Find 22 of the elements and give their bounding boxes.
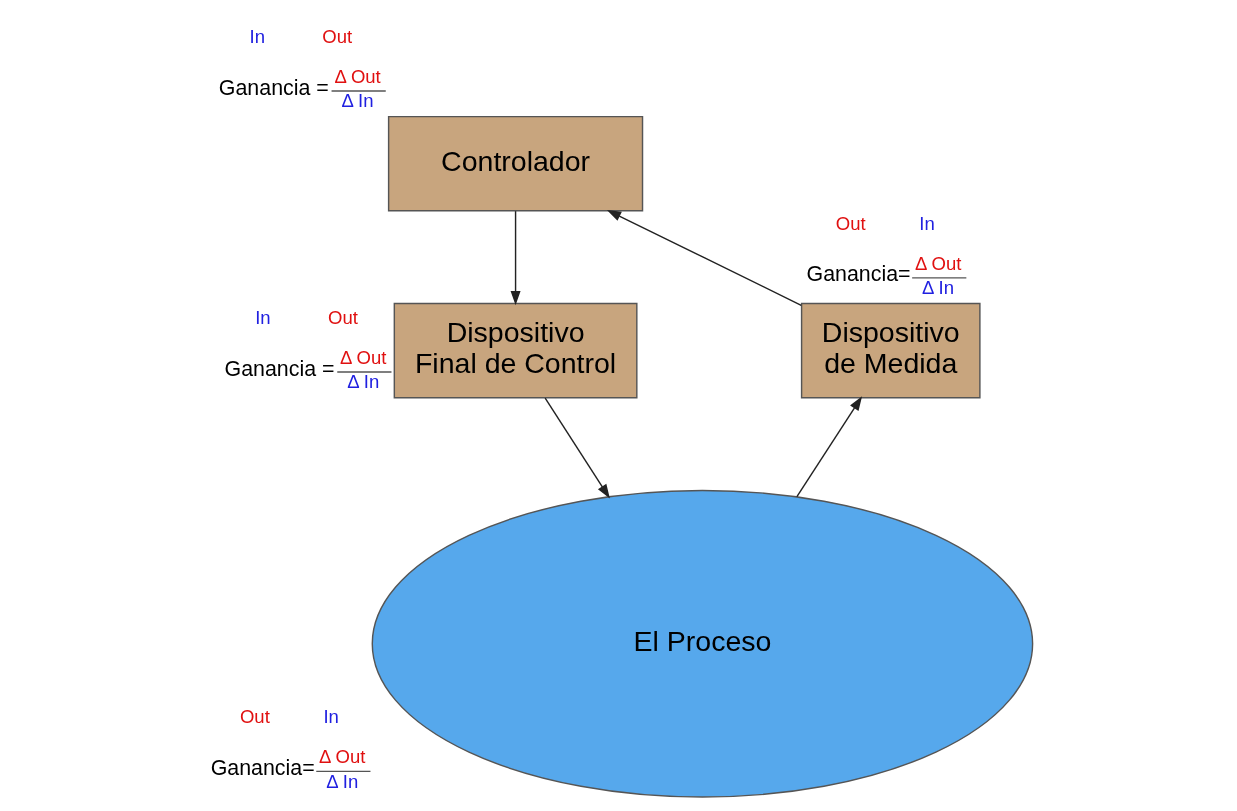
- node-label: Out: [835, 212, 866, 234]
- node-label: Ganancia=: [210, 755, 315, 780]
- node-label: Δ Out: [333, 66, 381, 87]
- node-label: Δ In: [325, 770, 358, 792]
- node-label: In: [249, 26, 265, 48]
- node-label: Δ In: [921, 277, 954, 299]
- arrow: [606, 209, 802, 306]
- node-label: Δ Out: [339, 347, 386, 369]
- node-label: Ganancia =: [218, 75, 329, 100]
- node-label: Δ In: [341, 90, 374, 112]
- node-label: In: [254, 307, 271, 329]
- node-label: In: [322, 706, 339, 728]
- node-label: In: [918, 212, 935, 234]
- node-label: Out: [239, 706, 270, 728]
- node-label: Out: [321, 26, 352, 48]
- node-label: Δ In: [346, 371, 379, 393]
- node-label: Δ Out: [318, 746, 365, 768]
- node-label: Ganancia =: [224, 356, 334, 381]
- node-label: Δ Out: [914, 252, 961, 274]
- arrow: [510, 210, 521, 306]
- arrow: [543, 397, 610, 499]
- arrow: [795, 396, 862, 498]
